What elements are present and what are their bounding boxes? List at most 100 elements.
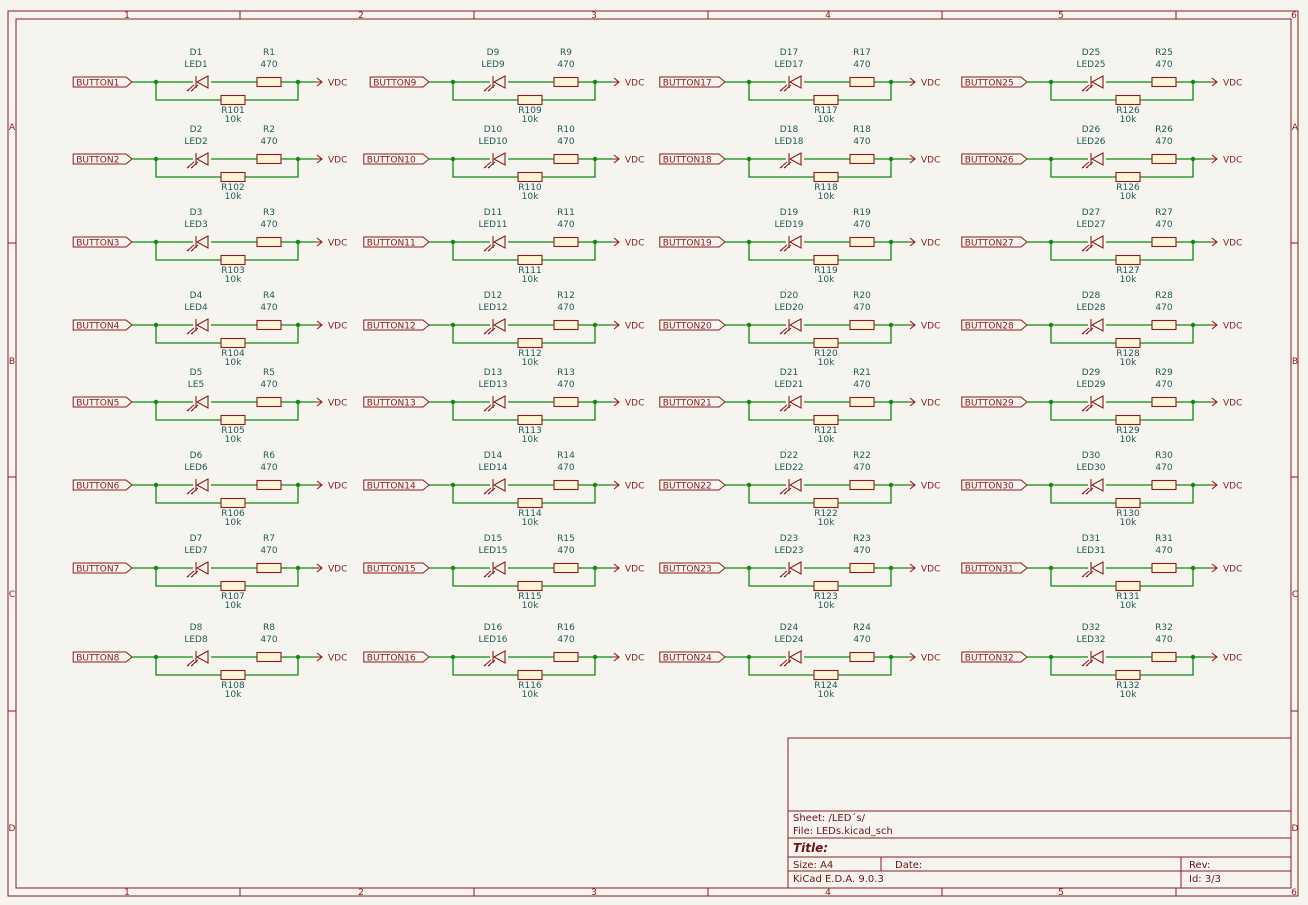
led-light-arrows — [1081, 404, 1094, 412]
power-label: VDC — [328, 322, 347, 332]
resistor-series — [1151, 76, 1177, 88]
led-value: LED18 — [774, 137, 803, 147]
pulldown-value: 10k — [1120, 690, 1137, 700]
frame-column-bottom-3: 3 — [591, 888, 597, 898]
resistor-value: 470 — [260, 60, 277, 70]
frame-row-left-A: A — [9, 123, 16, 133]
resistor-pulldown — [1115, 414, 1141, 426]
frame-column-top-3: 3 — [591, 11, 597, 21]
resistor-value: 470 — [853, 220, 870, 230]
global-label-flag — [72, 479, 133, 491]
power-arrow — [1210, 320, 1218, 330]
global-label-text: BUTTON11 — [367, 239, 416, 249]
led-light-arrows — [483, 244, 496, 252]
junction-dot — [295, 654, 301, 660]
resistor-pulldown — [220, 414, 246, 426]
led-symbol — [1090, 395, 1104, 409]
global-label-flag — [961, 396, 1028, 408]
power-arrow — [315, 397, 323, 407]
led-light-arrows — [483, 487, 496, 495]
global-label-text: BUTTON10 — [367, 156, 416, 166]
junction-dot — [153, 79, 159, 85]
pulldown-value: 10k — [1120, 518, 1137, 528]
global-label-text: BUTTON21 — [663, 399, 712, 409]
global-label-text: BUTTON23 — [663, 565, 712, 575]
global-label-text: BUTTON27 — [965, 239, 1014, 249]
led-reference: D24 — [780, 623, 799, 633]
led-value: LED28 — [1076, 303, 1105, 313]
led-value: LE5 — [188, 380, 204, 390]
power-label: VDC — [328, 239, 347, 249]
resistor-reference: R1 — [263, 48, 275, 58]
resistor-pulldown — [813, 171, 839, 183]
led-reference: D25 — [1082, 48, 1100, 58]
led-light-arrows — [186, 244, 199, 252]
led-reference: D23 — [780, 534, 798, 544]
led-value: LED4 — [184, 303, 208, 313]
global-label-text: BUTTON15 — [367, 565, 416, 575]
junction-dot — [153, 654, 159, 660]
junction-dot — [592, 482, 598, 488]
global-label-text: BUTTON28 — [965, 322, 1014, 332]
resistor-series — [553, 319, 579, 331]
resistor-value: 470 — [853, 635, 870, 645]
frame-column-top-6: 6 — [1291, 11, 1297, 21]
resistor-value: 470 — [853, 546, 870, 556]
junction-dot — [450, 654, 456, 660]
global-label-flag — [363, 651, 430, 663]
resistor-reference: R18 — [853, 125, 871, 135]
pulldown-value: 10k — [225, 690, 242, 700]
led-light-arrows — [779, 404, 792, 412]
junction-dot — [1048, 156, 1054, 162]
junction-dot — [153, 565, 159, 571]
led-symbol — [195, 318, 209, 332]
frame-column-top-2: 2 — [358, 11, 364, 21]
junction-dot — [450, 239, 456, 245]
junction-dot — [1190, 565, 1196, 571]
frame-column-bottom-6: 6 — [1291, 888, 1297, 898]
led-light-arrows — [1081, 570, 1094, 578]
resistor-series — [553, 396, 579, 408]
power-arrow — [315, 77, 323, 87]
led-reference: D32 — [1082, 623, 1100, 633]
resistor-series — [1151, 319, 1177, 331]
junction-dot — [592, 322, 598, 328]
pulldown-reference: R111 — [518, 266, 541, 276]
led-value: LED7 — [184, 546, 207, 556]
led-reference: D27 — [1082, 208, 1100, 218]
junction-dot — [153, 482, 159, 488]
power-arrow — [612, 563, 620, 573]
power-label: VDC — [921, 156, 940, 166]
led-reference: D9 — [487, 48, 500, 58]
global-label-text: BUTTON7 — [76, 565, 119, 575]
junction-dot — [746, 239, 752, 245]
power-arrow — [1210, 652, 1218, 662]
junction-dot — [450, 482, 456, 488]
led-reference: D13 — [484, 368, 502, 378]
global-label-flag — [659, 153, 726, 165]
power-label: VDC — [625, 482, 644, 492]
led-reference: D5 — [190, 368, 203, 378]
pulldown-reference: R128 — [1116, 349, 1140, 359]
led-reference: D17 — [780, 48, 798, 58]
resistor-value: 470 — [853, 60, 870, 70]
global-label-flag — [369, 76, 430, 88]
global-label-flag — [961, 236, 1028, 248]
junction-dot — [450, 565, 456, 571]
resistor-value: 470 — [557, 380, 574, 390]
junction-dot — [1190, 239, 1196, 245]
led-value: LED31 — [1076, 546, 1105, 556]
pulldown-value: 10k — [225, 275, 242, 285]
led-reference: D30 — [1082, 451, 1101, 461]
resistor-pulldown — [517, 254, 543, 266]
resistor-reference: R11 — [557, 208, 575, 218]
pulldown-reference: R113 — [518, 426, 541, 436]
